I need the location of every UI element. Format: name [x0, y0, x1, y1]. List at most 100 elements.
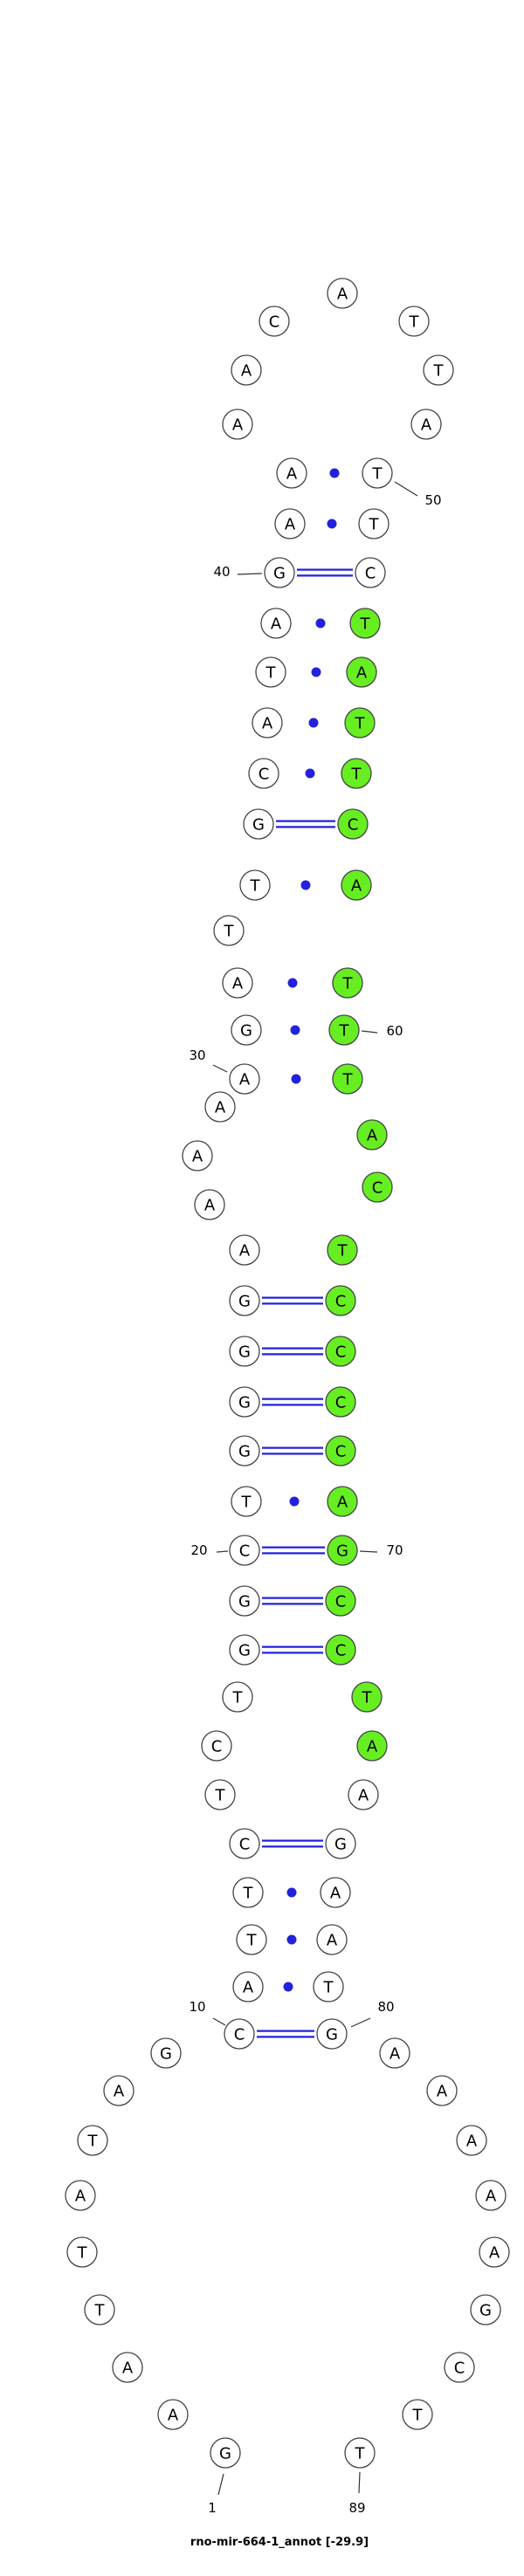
position-label-tick-1	[217, 2473, 224, 2496]
nucleotide-base: A	[239, 1242, 251, 1261]
nucleotide-circle-highlighted	[362, 1171, 393, 1203]
nucleotide-base: A	[327, 1932, 338, 1950]
nucleotide-circle	[344, 2437, 376, 2469]
nucleotide-circle	[398, 306, 430, 337]
nucleotide-60: T	[328, 1014, 360, 1046]
nucleotide-circle	[229, 1828, 260, 1859]
nucleotide-49: A	[410, 409, 442, 440]
nucleotide-circle	[410, 409, 442, 440]
nucleotide-circle	[150, 2037, 182, 2069]
nucleotide-circle	[229, 1063, 260, 1095]
nucleotide-54: A	[346, 656, 377, 688]
position-label-60: 60	[386, 1023, 403, 1039]
nucleotide-base: C	[269, 313, 280, 332]
nucleotide-23: G	[229, 1386, 260, 1418]
nucleotide-18: G	[229, 1634, 260, 1666]
nucleotide-base: G	[160, 2045, 172, 2064]
nucleotide-70: G	[327, 1535, 358, 1566]
nucleotide-base: C	[335, 1443, 347, 1461]
nucleotide-base: A	[285, 516, 296, 534]
nucleotide-circle-highlighted	[325, 1336, 356, 1367]
nucleotide-27: A	[194, 1189, 225, 1220]
nucleotide-circle-highlighted	[349, 608, 381, 639]
nucleotide-base: A	[75, 2188, 86, 2206]
position-label-tick-80	[350, 2017, 371, 2028]
nucleotide-base: A	[367, 1127, 378, 1145]
bond-dot-32-59	[287, 978, 298, 988]
nucleotide-40: G	[264, 557, 295, 588]
nucleotide-base: A	[241, 362, 252, 381]
position-label-tick-70	[359, 1550, 378, 1553]
nucleotide-base: T	[250, 877, 261, 896]
nucleotide-61: T	[332, 1063, 363, 1095]
nucleotide-circle-highlighted	[325, 1386, 356, 1418]
nucleotide-circle-highlighted	[327, 1535, 358, 1566]
position-label-1: 1	[208, 2500, 217, 2516]
nucleotide-base: C	[259, 766, 270, 784]
nucleotide-circle	[204, 1091, 236, 1123]
nucleotide-31: G	[231, 1014, 262, 1046]
nucleotide-11: A	[232, 1971, 264, 2002]
nucleotide-57: C	[337, 808, 369, 840]
nucleotide-base: T	[372, 465, 383, 484]
nucleotide-22: G	[229, 1435, 260, 1467]
nucleotide-base: A	[466, 2133, 478, 2151]
nucleotide-circle	[239, 869, 271, 901]
nucleotide-20: C	[229, 1535, 260, 1566]
nucleotide-15: T	[204, 1779, 236, 1810]
nucleotide-base: A	[337, 1494, 348, 1512]
nucleotide-circle	[65, 2180, 96, 2211]
nucleotide-base: A	[271, 615, 282, 634]
nucleotide-29: A	[204, 1091, 236, 1123]
nucleotide-circle	[112, 2352, 143, 2383]
bond-dot-34-58	[300, 880, 311, 890]
bond-dot-41-51	[327, 519, 337, 529]
nucleotide-base: T	[232, 1689, 244, 1707]
nucleotide-base: C	[239, 1542, 251, 1561]
nucleotide-circle	[313, 1971, 344, 2002]
nucleotide-81: A	[379, 2037, 410, 2069]
nucleotide-base: A	[421, 416, 432, 435]
nucleotide-38: T	[255, 656, 286, 688]
nucleotide-circle-highlighted	[356, 1730, 388, 1762]
nucleotide-circle	[229, 1234, 260, 1266]
nucleotide-base: A	[114, 2083, 125, 2101]
nucleotide-base: T	[265, 664, 277, 683]
nucleotide-base: T	[94, 2302, 106, 2320]
nucleotide-circle	[231, 1014, 262, 1046]
bond-dot-12-78	[286, 1934, 297, 1945]
nucleotide-base: A	[356, 664, 368, 683]
nucleotide-21: T	[231, 1486, 262, 1517]
position-label-tick-50	[394, 481, 418, 497]
position-label-tick-89	[358, 2471, 361, 2494]
nucleotide-circle-highlighted	[341, 869, 372, 901]
nucleotide-55: T	[344, 707, 376, 738]
position-label-50: 50	[424, 492, 441, 508]
nucleotide-circle	[276, 457, 307, 489]
nucleotide-circle	[362, 457, 393, 489]
nucleotide-base: T	[337, 1242, 348, 1261]
nucleotide-circle	[229, 1585, 260, 1617]
nucleotide-circle-highlighted	[346, 656, 377, 688]
nucleotide-circle	[229, 1535, 260, 1566]
nucleotide-base: G	[326, 2026, 338, 2044]
bond-dot-39-53	[315, 618, 326, 629]
nucleotide-base: A	[486, 2188, 497, 2206]
nucleotide-62: A	[356, 1119, 388, 1151]
nucleotide-circle	[358, 508, 390, 539]
nucleotide-circle	[222, 409, 253, 440]
nucleotide-base: A	[390, 2045, 401, 2064]
nucleotide-circle-highlighted	[327, 1486, 358, 1517]
nucleotide-circle	[222, 1681, 253, 1713]
nucleotide-17: T	[222, 1681, 253, 1713]
nucleotide-base: G	[219, 2445, 231, 2463]
nucleotide-base: C	[234, 2026, 245, 2044]
nucleotide-circle	[255, 656, 286, 688]
position-label-tick-30	[212, 1064, 228, 1073]
nucleotide-base: A	[286, 465, 298, 484]
nucleotide-66: C	[325, 1336, 356, 1367]
position-label-89: 89	[348, 2500, 365, 2516]
nucleotide-circle-highlighted	[356, 1119, 388, 1151]
nucleotide-14: C	[229, 1828, 260, 1859]
nucleotide-circle	[423, 354, 454, 386]
